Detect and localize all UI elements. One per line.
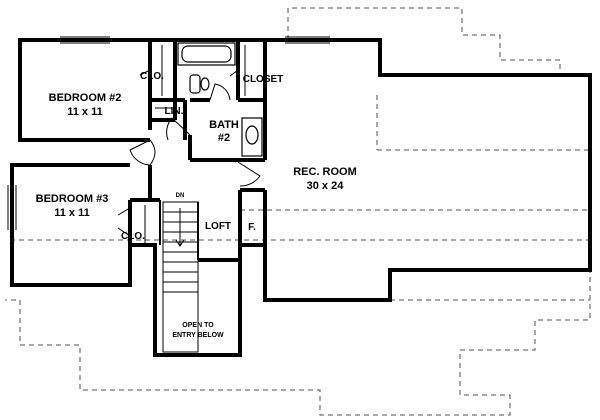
bath2-number: #2 [218,132,230,144]
windows [7,36,330,230]
sink [245,125,259,145]
clo-bed2-label: CLO. [140,71,164,82]
f-label: F. [248,222,256,233]
open-to-line1: OPEN TO [182,322,214,329]
rec-room-name: REC. ROOM [293,166,357,178]
closet-shelving [144,45,246,243]
rec-room-size: 30 x 24 [307,180,345,192]
bedroom2-size: 11 x 11 [67,106,103,118]
loft-label: LOFT [205,221,231,232]
interior-walls [128,40,267,245]
clo-bed3-label: CLO. [121,231,145,242]
bath-fixtures [177,42,263,157]
toilet [189,74,201,94]
bath2-name: BATH [209,119,239,131]
room-labels: BEDROOM #2 11 x 11 BEDROOM #3 11 x 11 RE… [36,71,357,339]
open-to-line2: ENTRY BELOW [172,332,224,339]
bedroom3-name: BEDROOM #3 [36,193,109,205]
bedroom2-name: BEDROOM #2 [49,92,122,104]
roof-outline-dashed [5,7,591,416]
closet-label: CLOSET [243,74,284,85]
bedroom3-size: 11 x 11 [54,207,90,219]
linen-label: LIN. [165,106,184,117]
door-swings [117,69,261,237]
stairs-dn-label: DN [176,193,185,199]
stairs [162,201,240,353]
